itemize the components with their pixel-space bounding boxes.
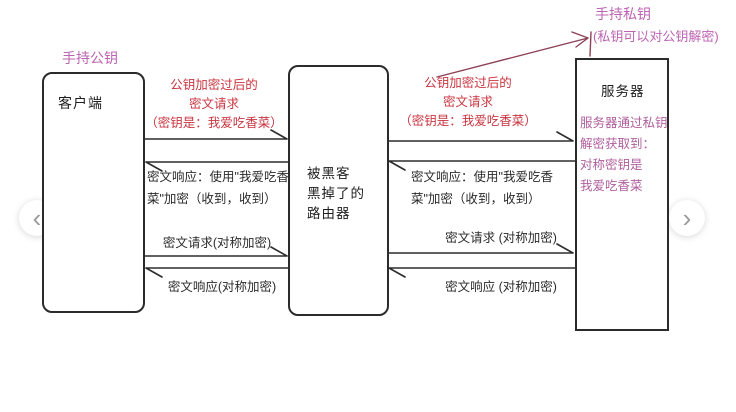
sym-response-label-left: 密文响应(对称加密) [167,280,277,294]
cipher-response-label-right: 密文响应：使用"我爱吃香 菜"加密（收到，收到） [411,170,553,206]
pubkey-request-label-right: 公钥加密过后的 密文请求 （密钥是：我爱吃香菜） [399,76,537,128]
sym-response-label-right: 密文响应 (对称加密) [445,280,557,294]
arrow-router-to-client-sym-response [145,267,289,278]
arrow-router-to-server-request [388,131,574,142]
private-key-note-tick [589,31,592,57]
router-label: 被黑客 黑掉了的 路由器 [307,166,365,221]
arrow-to-private-key-note [436,31,589,78]
arrow-server-to-router-sym-response [388,267,576,278]
client-box [42,72,145,313]
client-public-key-label: 手持公钥 [62,50,118,66]
server-private-key-note: (私钥可以对公钥解密) [593,29,719,44]
server-decrypt-note: 服务器通过私钥 解密获取到： 对称密钥是 我爱吃香菜 [580,116,668,193]
server-box [575,58,669,331]
router-box [288,65,389,316]
server-private-key-label: 手持私钥 [595,6,651,22]
carousel-next-button[interactable]: › [669,200,705,236]
server-label: 服务器 [601,84,645,99]
sym-request-label-left: 密文请求(对称加密) [162,236,272,250]
chevron-right-icon: › [682,203,692,233]
pubkey-request-label-left: 公钥加密过后的 密文请求 （密钥是：我爱吃香菜） [145,78,283,130]
sym-request-label-right: 密文请求 (对称加密) [445,231,557,245]
client-label: 客户端 [58,95,103,111]
chevron-left-icon: ‹ [32,203,42,233]
cipher-response-label-left: 密文响应：使用"我爱吃香 菜"加密（收到，收到） [147,170,289,206]
